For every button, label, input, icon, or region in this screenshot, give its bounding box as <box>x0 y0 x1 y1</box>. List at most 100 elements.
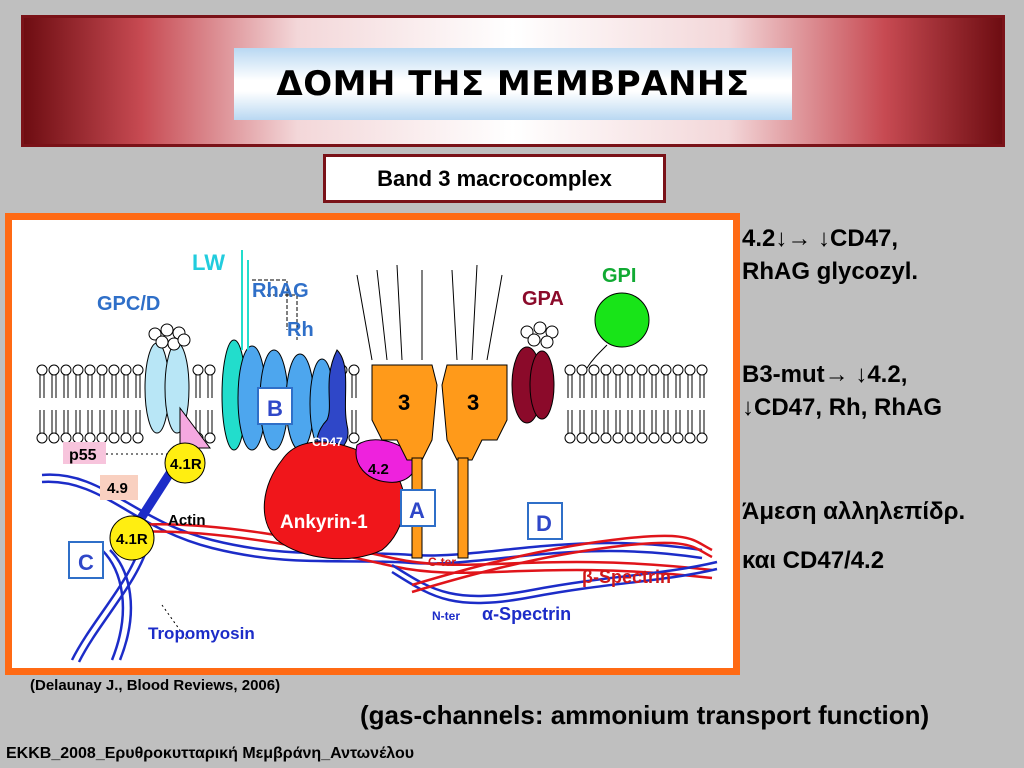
label-nter: N-ter <box>432 609 460 623</box>
lipid-tail <box>579 410 585 433</box>
label-rhag: RhAG <box>252 280 309 302</box>
lipid-head <box>612 432 624 444</box>
label-c: C <box>78 550 94 575</box>
subtitle: Band 3 macrocomplex <box>377 165 612 191</box>
lipid-head <box>648 364 660 376</box>
gpi-anchor <box>586 292 650 369</box>
label-beta-spectrin: β-Spectrin <box>582 567 671 587</box>
side-note-2: B3-mut→ ↓4.2, ↓CD47, Rh, RhAG <box>742 358 1022 424</box>
lipid-tail <box>123 375 129 398</box>
lipid-tail <box>615 375 621 398</box>
lipid-head <box>120 364 132 376</box>
gpa-protein <box>511 321 559 424</box>
lipid-tail <box>699 410 705 433</box>
lipid-head <box>60 364 72 376</box>
label-tropomyosin: Tropomyosin <box>148 624 255 643</box>
lipid-head <box>600 364 612 376</box>
label-cter: C-ter <box>428 555 456 569</box>
title-panel: ΔΟΜΗ ΤΗΣ ΜΕΜΒΡΑΝΗΣ <box>234 48 792 120</box>
footer: ΕΚΚΒ_2008_Ερυθροκυτταρική Μεμβράνη_Αντων… <box>6 745 415 762</box>
lipid-tail <box>63 375 69 398</box>
lipid-head <box>696 364 708 376</box>
label-lw: LW <box>192 250 225 275</box>
gpcd-protein <box>144 323 211 449</box>
lipid-tail <box>135 410 141 433</box>
label-actin: Actin <box>168 512 206 529</box>
lipid-tail <box>639 375 645 398</box>
label-b: B <box>267 396 283 421</box>
lipid-tail <box>603 410 609 433</box>
lipid-head <box>636 364 648 376</box>
label-41r-top: 4.1R <box>170 456 202 473</box>
lipid-tail <box>699 375 705 398</box>
lipid-head <box>672 364 684 376</box>
lipid-tail <box>567 410 573 433</box>
lipid-tail <box>39 375 45 398</box>
tropomyosin-pointer <box>161 604 188 641</box>
lipid-tail <box>615 410 621 433</box>
lipid-tail <box>591 410 597 433</box>
lipid-head <box>576 364 588 376</box>
lipid-head <box>684 432 696 444</box>
lipid-tail <box>603 375 609 398</box>
page-title: ΔΟΜΗ ΤΗΣ ΜΕΜΒΡΑΝΗΣ <box>276 64 750 104</box>
lipid-head <box>348 432 360 444</box>
lipid-head <box>696 432 708 444</box>
label-ankyrin: Ankyrin-1 <box>280 512 368 533</box>
label-d: D <box>536 511 552 536</box>
tag-c <box>68 541 104 579</box>
side-note-2-line-2: ↓CD47, Rh, RhAG <box>742 394 943 421</box>
title-banner: ΔΟΜΗ ΤΗΣ ΜΕΜΒΡΑΝΗΣ <box>21 15 1005 147</box>
lipid-head <box>84 364 96 376</box>
lipid-head <box>660 364 672 376</box>
tag-a <box>400 489 436 527</box>
protein-41r-bottom <box>109 515 155 561</box>
lipid-head <box>624 432 636 444</box>
tag-d <box>527 502 563 540</box>
label-cd47: CD47 <box>312 435 343 449</box>
lipid-tail <box>123 410 129 433</box>
label-gpa: GPA <box>522 288 564 310</box>
lipid-tail <box>579 375 585 398</box>
side-note-1-line-2: RhAG glycozyl. <box>742 258 919 285</box>
lipid-tail <box>135 375 141 398</box>
lipid-tail <box>75 410 81 433</box>
lipid-head <box>588 364 600 376</box>
lipid-head <box>576 432 588 444</box>
lipid-head <box>588 432 600 444</box>
lipid-tail <box>675 375 681 398</box>
lipid-tail <box>51 410 57 433</box>
subtitle-box: Band 3 macrocomplex <box>323 154 666 203</box>
lipid-head <box>564 364 576 376</box>
diagram-svg: LW RhAG Rh GPC/D GPA GPI B CD47 p55 4.1R… <box>36 250 718 663</box>
lipid-tail <box>111 375 117 398</box>
lipid-head <box>612 364 624 376</box>
lipid-head <box>132 432 144 444</box>
label-gpcd: GPC/D <box>97 293 160 315</box>
lipid-tail <box>651 375 657 398</box>
side-note-3: Άμεση αλληλεπίδρ. και CD47/4.2 <box>742 495 1022 577</box>
lipid-head <box>36 432 48 444</box>
side-note-2-line-1: B3-mut→ ↓4.2, <box>742 361 908 388</box>
tag-b <box>257 387 293 425</box>
lipid-head <box>48 432 60 444</box>
lipid-tail <box>591 375 597 398</box>
lipid-tail <box>651 410 657 433</box>
protein-p55 <box>63 442 106 464</box>
lipid-tail <box>39 410 45 433</box>
side-note-1: 4.2↓→ ↓CD47, RhAG glycozyl. <box>742 222 1022 288</box>
lipid-head <box>36 364 48 376</box>
lipid-tail <box>207 410 213 433</box>
lipid-tail <box>75 375 81 398</box>
label-band3-right: 3 <box>467 390 479 415</box>
side-note-1-line-1: 4.2↓→ ↓CD47, <box>742 225 899 252</box>
protein-49 <box>100 475 138 500</box>
label-band3-left: 3 <box>398 390 410 415</box>
lipid-head <box>204 364 216 376</box>
lipid-tail <box>195 375 201 398</box>
lipid-head <box>60 432 72 444</box>
lipid-head <box>348 364 360 376</box>
side-note-3-line-2: και CD47/4.2 <box>742 547 885 574</box>
label-gpi: GPI <box>602 265 636 287</box>
lipid-head <box>600 432 612 444</box>
